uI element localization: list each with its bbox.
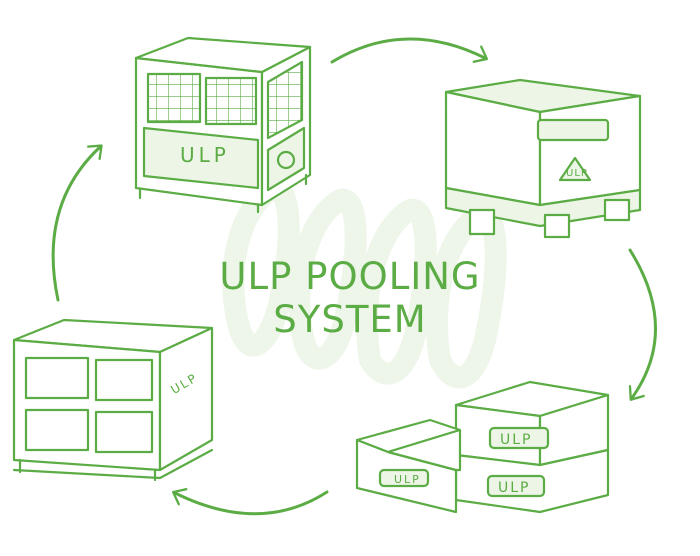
cycle-arrow-icon [330,37,489,64]
stacked-plastic-crates [355,380,610,514]
crate-bottom-logo: ULP [498,480,531,496]
crate-top-logo: ULP [500,432,533,448]
recycle-icon [276,150,296,170]
diagram-title: ULP POOLING SYSTEM [219,255,481,341]
mesh-box-logo: ULP [180,143,230,167]
steel-frame-container [12,318,214,482]
cycle-arrows [51,37,657,516]
cycle-arrow-icon [51,144,103,302]
cycle-arrow-icon [628,248,657,401]
recycle-icon [558,156,592,182]
collapsible-mesh-box [134,36,312,214]
pallet-box-with-lid [444,78,642,239]
cycle-arrow-icon [171,488,329,516]
crate-front-logo: ULP [394,473,421,486]
pallet-box-logo: ULP [566,168,588,179]
